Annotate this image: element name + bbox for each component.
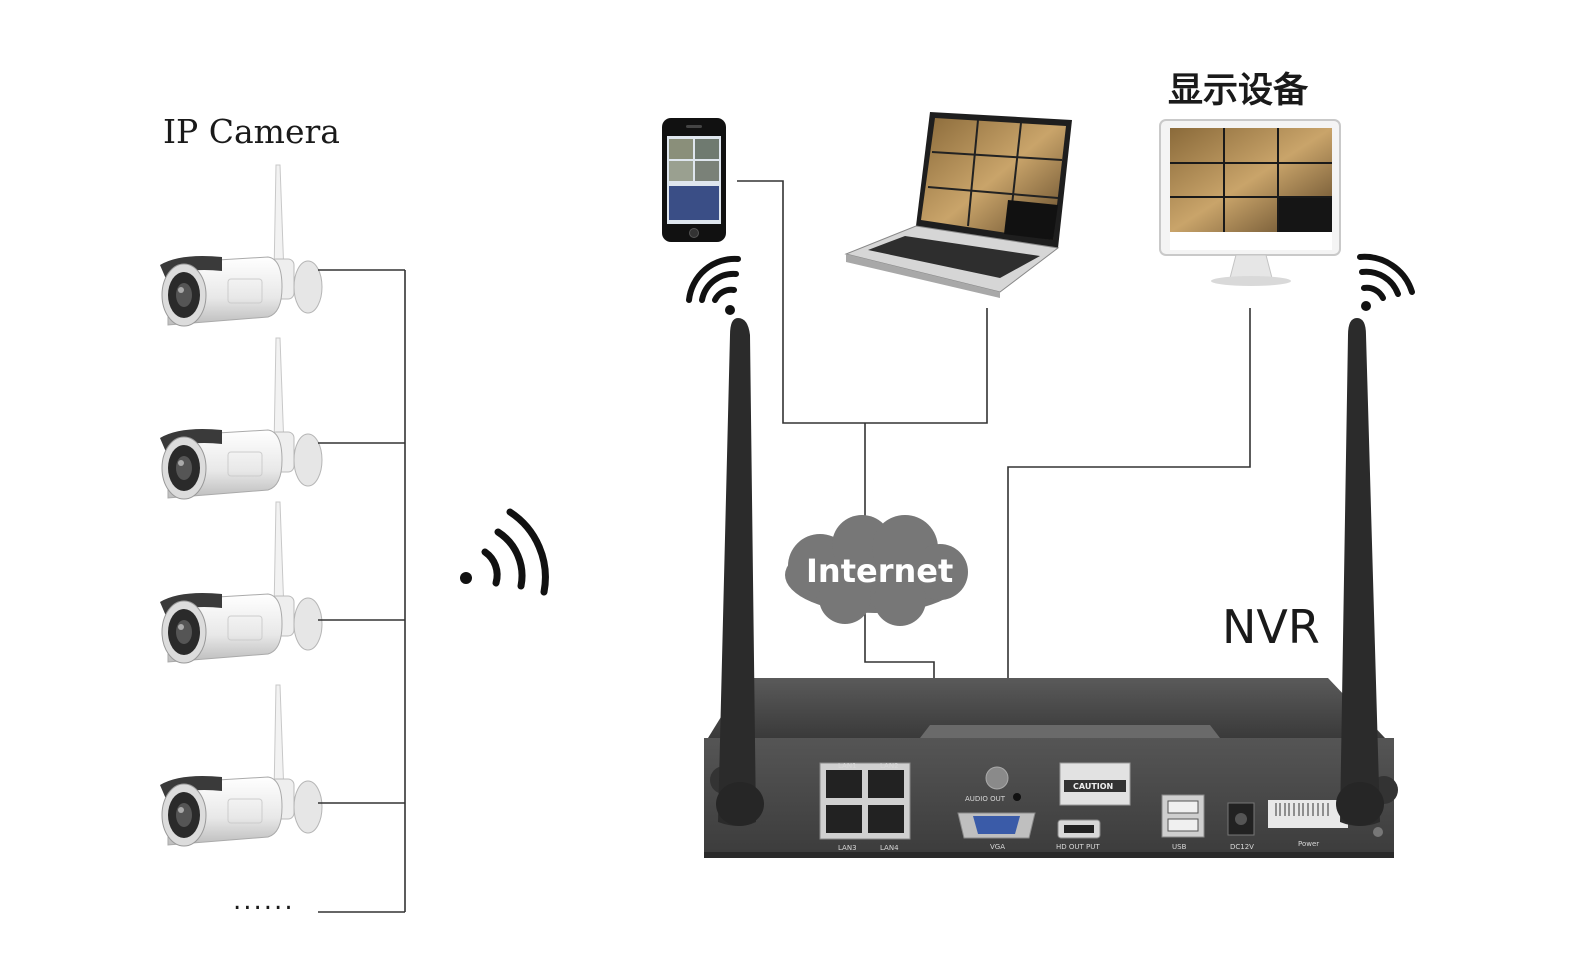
laptop-icon xyxy=(844,112,1072,298)
lan4-label: LAN4 xyxy=(880,844,899,852)
lan2-label: LAN2 xyxy=(880,762,899,770)
wifi-signal-icon xyxy=(460,508,549,596)
more-cameras-ellipsis: ...... xyxy=(233,886,295,916)
monitor-icon xyxy=(1159,119,1341,286)
ip-camera-label: IP Camera xyxy=(163,112,340,151)
vga-label: VGA xyxy=(990,843,1005,851)
antenna-icon xyxy=(1336,318,1384,826)
hdmi-label: HD OUT PUT xyxy=(1056,843,1100,851)
wifi-signal-icon xyxy=(686,255,741,315)
camera-icon xyxy=(159,164,323,327)
camera-bus-lines xyxy=(318,269,406,913)
camera-group xyxy=(159,164,323,847)
usb-label: USB xyxy=(1172,843,1187,851)
network-lines xyxy=(737,180,1251,829)
antenna-icon xyxy=(716,318,764,826)
lan3-label: LAN3 xyxy=(838,844,857,852)
dc-label: DC12V xyxy=(1230,843,1254,851)
camera-icon xyxy=(159,684,323,847)
camera-icon xyxy=(159,501,323,664)
lan1-label: LAN1 xyxy=(838,762,857,770)
caution-label: CAUTION xyxy=(1073,782,1113,791)
nvr-label: NVR xyxy=(1222,600,1320,654)
display-device-label: 显示设备 xyxy=(1168,71,1309,111)
wifi-signal-icon xyxy=(1357,253,1415,311)
internet-label: Internet xyxy=(806,552,954,590)
smartphone-icon xyxy=(662,118,726,242)
power-label: Power xyxy=(1298,840,1319,848)
camera-icon xyxy=(159,337,323,500)
cloud-icon xyxy=(785,515,968,626)
nvr-icon: LAN1 LAN2 LAN3 LAN4 AUDIO OUT VGA CAUTIO… xyxy=(704,678,1398,858)
audio-out-label: AUDIO OUT xyxy=(965,795,1006,803)
